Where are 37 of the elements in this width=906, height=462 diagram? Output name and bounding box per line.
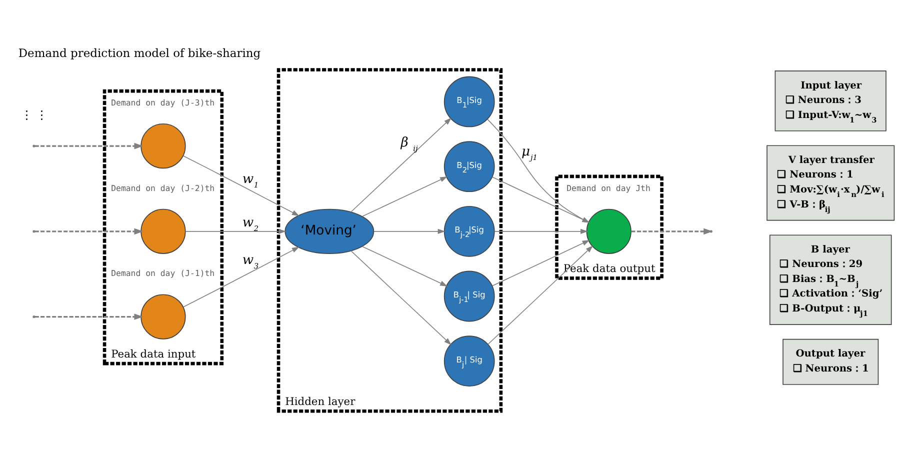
node-circle — [140, 294, 186, 340]
arrow — [34, 142, 144, 150]
arrow — [350, 118, 452, 212]
node-circle: B$_{j-2}$|Sig — [444, 206, 495, 257]
node-label: Demand on day (J-3)th — [111, 97, 215, 108]
node-box: Input layer ❑ Neurons：3 ❑ Input-V:w$_{1}$~w$_{3}$ — [774, 70, 886, 132]
node-box: B layer ❑ Neurons：29 ❑ Bias：B$_{1}$~B$_{j}$ ❑ Activation：‘Sig’ ❑ B-Output：μ$_{j1}$ — [769, 234, 892, 325]
arrow — [488, 246, 594, 345]
edge-label: w$_{1}$ — [242, 172, 259, 190]
arrow — [492, 240, 590, 286]
edge-label: w$_{2}$ — [242, 215, 259, 233]
node-circle: B$_{2}$|Sig — [444, 141, 495, 192]
arrow — [182, 155, 300, 216]
node-box: V layer transfer ❑ Neurons：1 ❑ Mov:∑(w$_{i}$·x$_{n}$)/∑w$_{i}$ ❑ V-B：β$_{ij}$ — [766, 145, 895, 221]
arrow — [374, 228, 446, 234]
diagram-title: Demand prediction model of bike-sharing — [18, 46, 261, 60]
arrow — [34, 228, 144, 235]
arrow — [362, 176, 448, 217]
edge-label: β $_{ij}$ — [400, 136, 418, 154]
arrow — [185, 228, 286, 234]
arrow — [350, 250, 452, 346]
arrow — [34, 314, 144, 320]
label: ⋮ ⋮ — [21, 108, 47, 122]
arrow — [492, 176, 590, 223]
node-label: Demand on day (J-1)th — [111, 268, 215, 278]
edge-label: w$_{3}$ — [242, 253, 259, 271]
node-box: Output layer ❑ Neurons：1 — [782, 338, 879, 385]
arrow — [182, 246, 300, 308]
node-circle: B$_{j-1}$| Sig — [444, 270, 495, 322]
arrow — [487, 119, 590, 223]
node-circle — [140, 208, 186, 254]
arrow — [362, 246, 448, 286]
node-label: Demand on day (J-2)th — [111, 182, 215, 193]
edge-label: μ$_{j1}$ — [521, 144, 538, 162]
node-circle — [140, 123, 186, 169]
node-label: Demand on day Jth — [566, 182, 650, 193]
arrow — [494, 228, 588, 234]
